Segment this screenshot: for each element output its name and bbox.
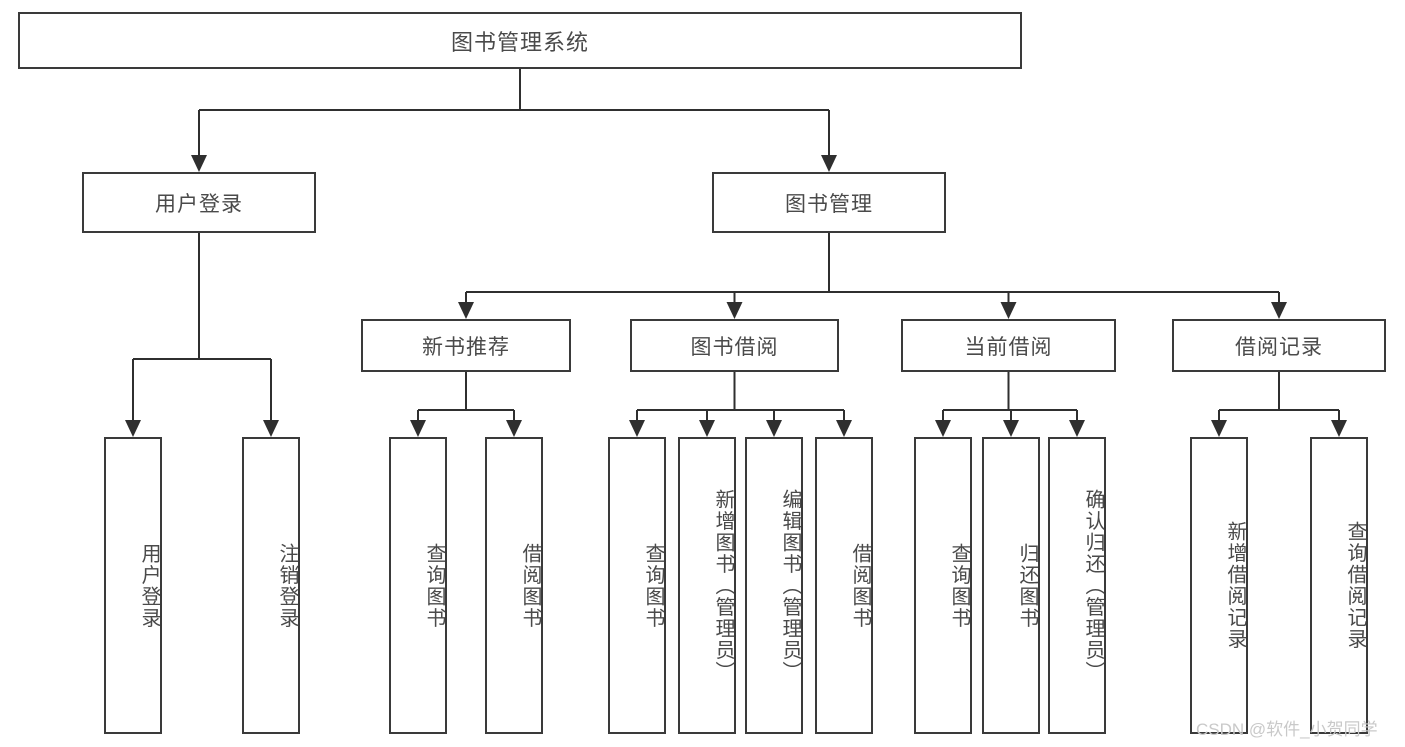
node-borrow-record[interactable]: 借阅记录 (1172, 319, 1386, 372)
node-label: 图书借阅 (690, 335, 779, 359)
node-leaf-add-book[interactable]: 新增图书（管理员） (678, 437, 736, 734)
node-label: 当前借阅 (964, 335, 1053, 359)
node-user-login[interactable]: 用户登录 (82, 172, 316, 233)
node-book-manage[interactable]: 图书管理 (712, 172, 946, 233)
node-leaf-edit-book[interactable]: 编辑图书（管理员） (745, 437, 803, 734)
node-leaf-borrow-book-rec[interactable]: 借阅图书 (485, 437, 543, 734)
watermark-label: CSDN @软件_小贺同学 (1196, 720, 1378, 739)
node-new-book-rec[interactable]: 新书推荐 (361, 319, 571, 372)
node-leaf-query-book-borrow[interactable]: 查询图书 (608, 437, 666, 734)
node-label: 新增借阅记录 (1224, 521, 1246, 650)
node-label: 归还图书 (1016, 542, 1038, 629)
node-label: 借阅图书 (849, 542, 871, 629)
node-label: 注销登录 (276, 542, 298, 629)
node-label: 查询图书 (642, 542, 664, 629)
node-leaf-return-book[interactable]: 归还图书 (982, 437, 1040, 734)
node-label: 借阅图书 (519, 542, 541, 629)
node-leaf-add-record[interactable]: 新增借阅记录 (1190, 437, 1248, 734)
node-label: 用户登录 (138, 542, 160, 629)
node-label: 查询借阅记录 (1344, 521, 1366, 650)
node-label: 用户登录 (155, 192, 243, 216)
node-label: 新增图书（管理员） (712, 488, 734, 683)
node-label: 借阅记录 (1235, 335, 1323, 359)
node-leaf-query-book-rec[interactable]: 查询图书 (389, 437, 447, 734)
node-leaf-query-record[interactable]: 查询借阅记录 (1310, 437, 1368, 734)
node-label: 图书管理系统 (450, 29, 589, 55)
node-leaf-query-book-cur[interactable]: 查询图书 (914, 437, 972, 734)
node-label: 查询图书 (423, 542, 445, 629)
node-label: 新书推荐 (422, 335, 510, 359)
node-leaf-user-login[interactable]: 用户登录 (104, 437, 162, 734)
node-leaf-borrow-book[interactable]: 借阅图书 (815, 437, 873, 734)
node-label: 图书管理 (785, 192, 873, 216)
node-current-borrow[interactable]: 当前借阅 (901, 319, 1116, 372)
node-label: 确认归还（管理员） (1082, 488, 1104, 683)
node-label: 查询图书 (948, 542, 970, 629)
node-root-system[interactable]: 图书管理系统 (18, 12, 1022, 69)
node-leaf-confirm-return[interactable]: 确认归还（管理员） (1048, 437, 1106, 734)
node-leaf-logout[interactable]: 注销登录 (242, 437, 300, 734)
node-label: 编辑图书（管理员） (779, 488, 801, 683)
node-book-borrow[interactable]: 图书借阅 (630, 319, 839, 372)
